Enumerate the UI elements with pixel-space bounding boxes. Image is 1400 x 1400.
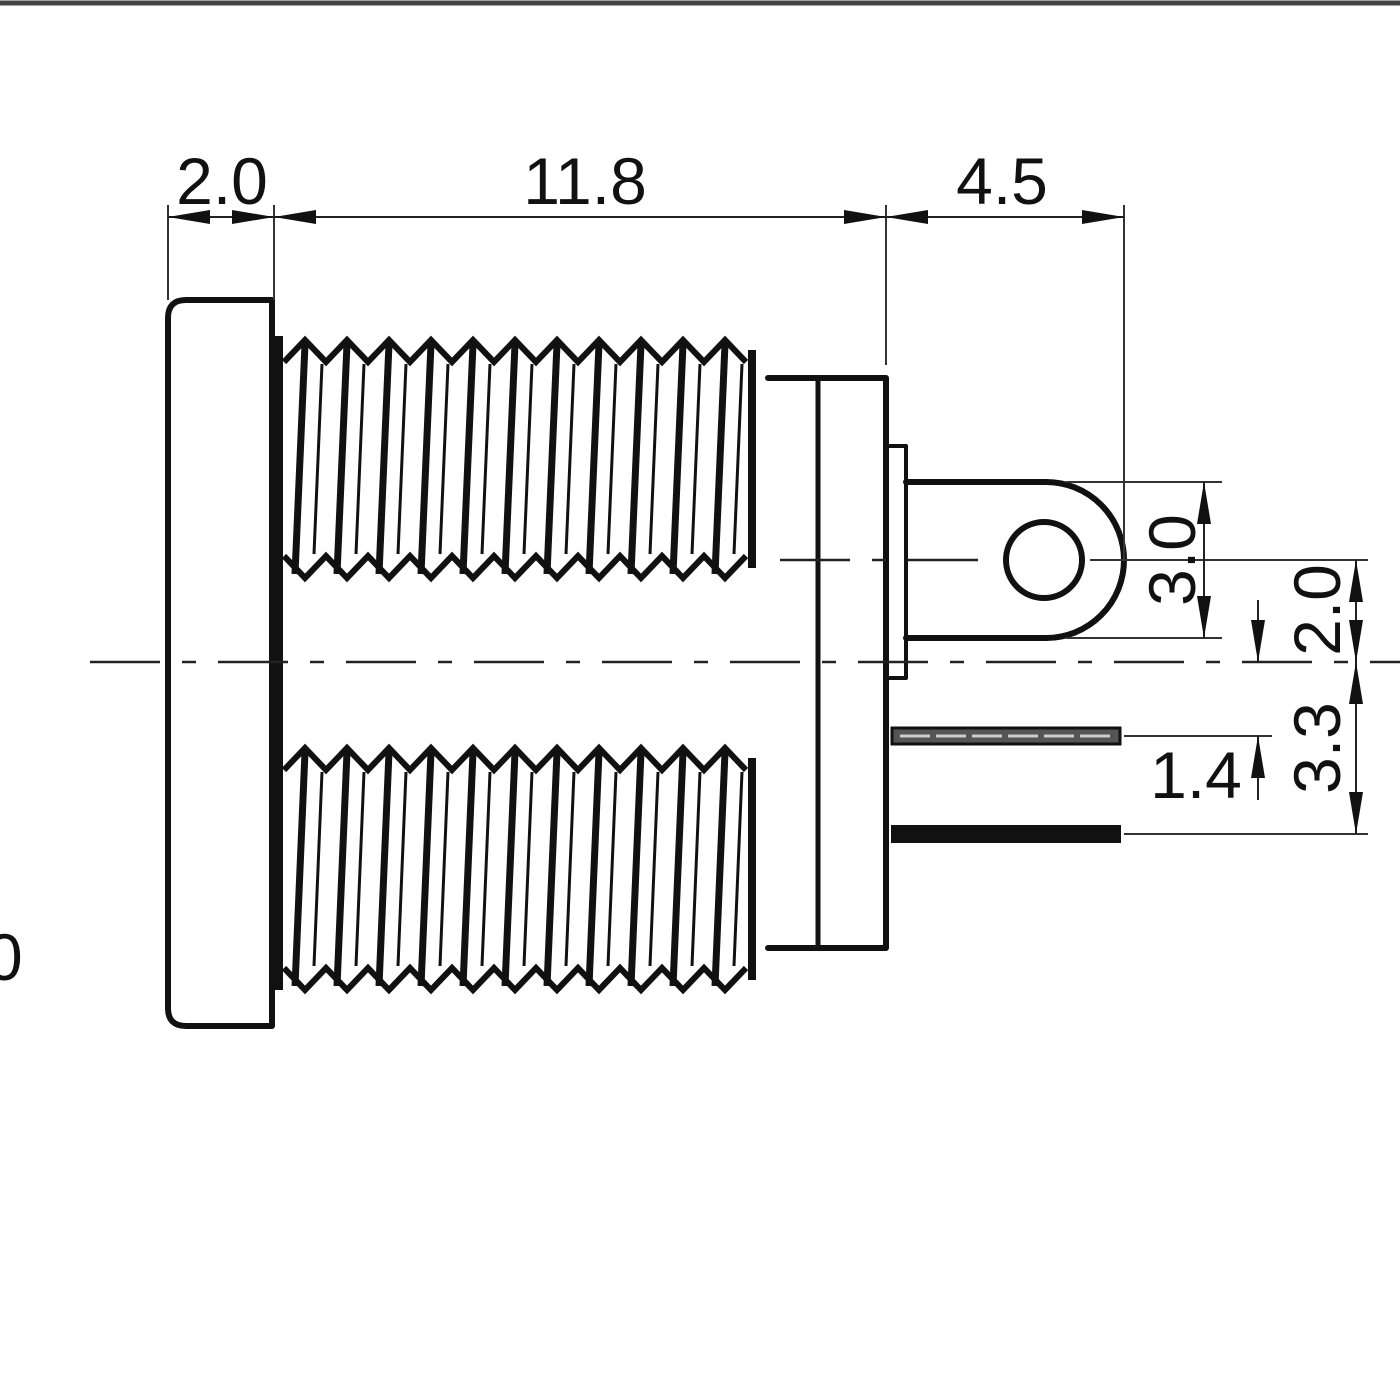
thread-line (459, 751, 477, 987)
lug-hole (1003, 519, 1085, 601)
thread-line (396, 363, 408, 555)
thread-line (543, 343, 561, 575)
dim-pin-offset: 3.3 (1280, 702, 1354, 794)
dimension-arrows (168, 210, 1363, 834)
thread-line (585, 751, 603, 987)
thread-line (606, 363, 618, 555)
thread-line (396, 771, 408, 967)
thread-line (333, 343, 351, 575)
thread-line (690, 363, 702, 555)
thread-crest-outline (281, 743, 749, 775)
dim-lug-width: 3.0 (1135, 514, 1209, 606)
thread-line (564, 771, 576, 967)
thread-line (291, 751, 309, 987)
thread-root-outline (281, 963, 749, 995)
thread-line (669, 751, 687, 987)
thread-line (312, 771, 324, 967)
thread-line (522, 771, 534, 967)
thread-line (627, 343, 645, 575)
thread-line (312, 363, 324, 555)
thread-line (648, 771, 660, 967)
thread-line (585, 343, 603, 575)
thread-line (480, 363, 492, 555)
thread-line (417, 343, 435, 575)
thread-line (438, 363, 450, 555)
dim-thread-length: 11.8 (523, 144, 647, 218)
thread-line (606, 771, 618, 967)
thread-line (291, 343, 309, 575)
thread-line (543, 751, 561, 987)
pin-upper (890, 726, 1122, 746)
rear-stub (884, 444, 908, 680)
thread-line (354, 771, 366, 967)
thread-line (375, 343, 393, 575)
dim-lug-offset: 2.0 (1280, 564, 1354, 656)
thread-line (375, 751, 393, 987)
dim-flange-thickness: 2.0 (176, 144, 268, 218)
thread-line (711, 751, 729, 987)
thread-line (501, 751, 519, 987)
thread-line (564, 363, 576, 555)
thread-line (690, 771, 702, 967)
thread-line (354, 363, 366, 555)
thread-line (333, 751, 351, 987)
thread-line (627, 751, 645, 987)
edge-fragment-text: 0 (0, 920, 23, 994)
thread-line (732, 771, 744, 967)
thread-line (417, 751, 435, 987)
thread-line (522, 363, 534, 555)
pin-lower (891, 825, 1121, 843)
thread-line (480, 771, 492, 967)
thread-line (732, 363, 744, 555)
front-flange (165, 297, 275, 1029)
thread-line (648, 363, 660, 555)
thread-line (711, 343, 729, 575)
thread-lower (281, 743, 756, 995)
thread-crest-outline (281, 335, 749, 367)
thread-line (501, 343, 519, 575)
thread-line (669, 343, 687, 575)
dim-terminal-length: 4.5 (956, 144, 1048, 218)
dim-pin-pitch: 1.4 (1150, 738, 1242, 812)
thread-upper (281, 335, 756, 583)
thread-line (459, 343, 477, 575)
thread-line (438, 771, 450, 967)
thread-root-outline (281, 551, 749, 583)
